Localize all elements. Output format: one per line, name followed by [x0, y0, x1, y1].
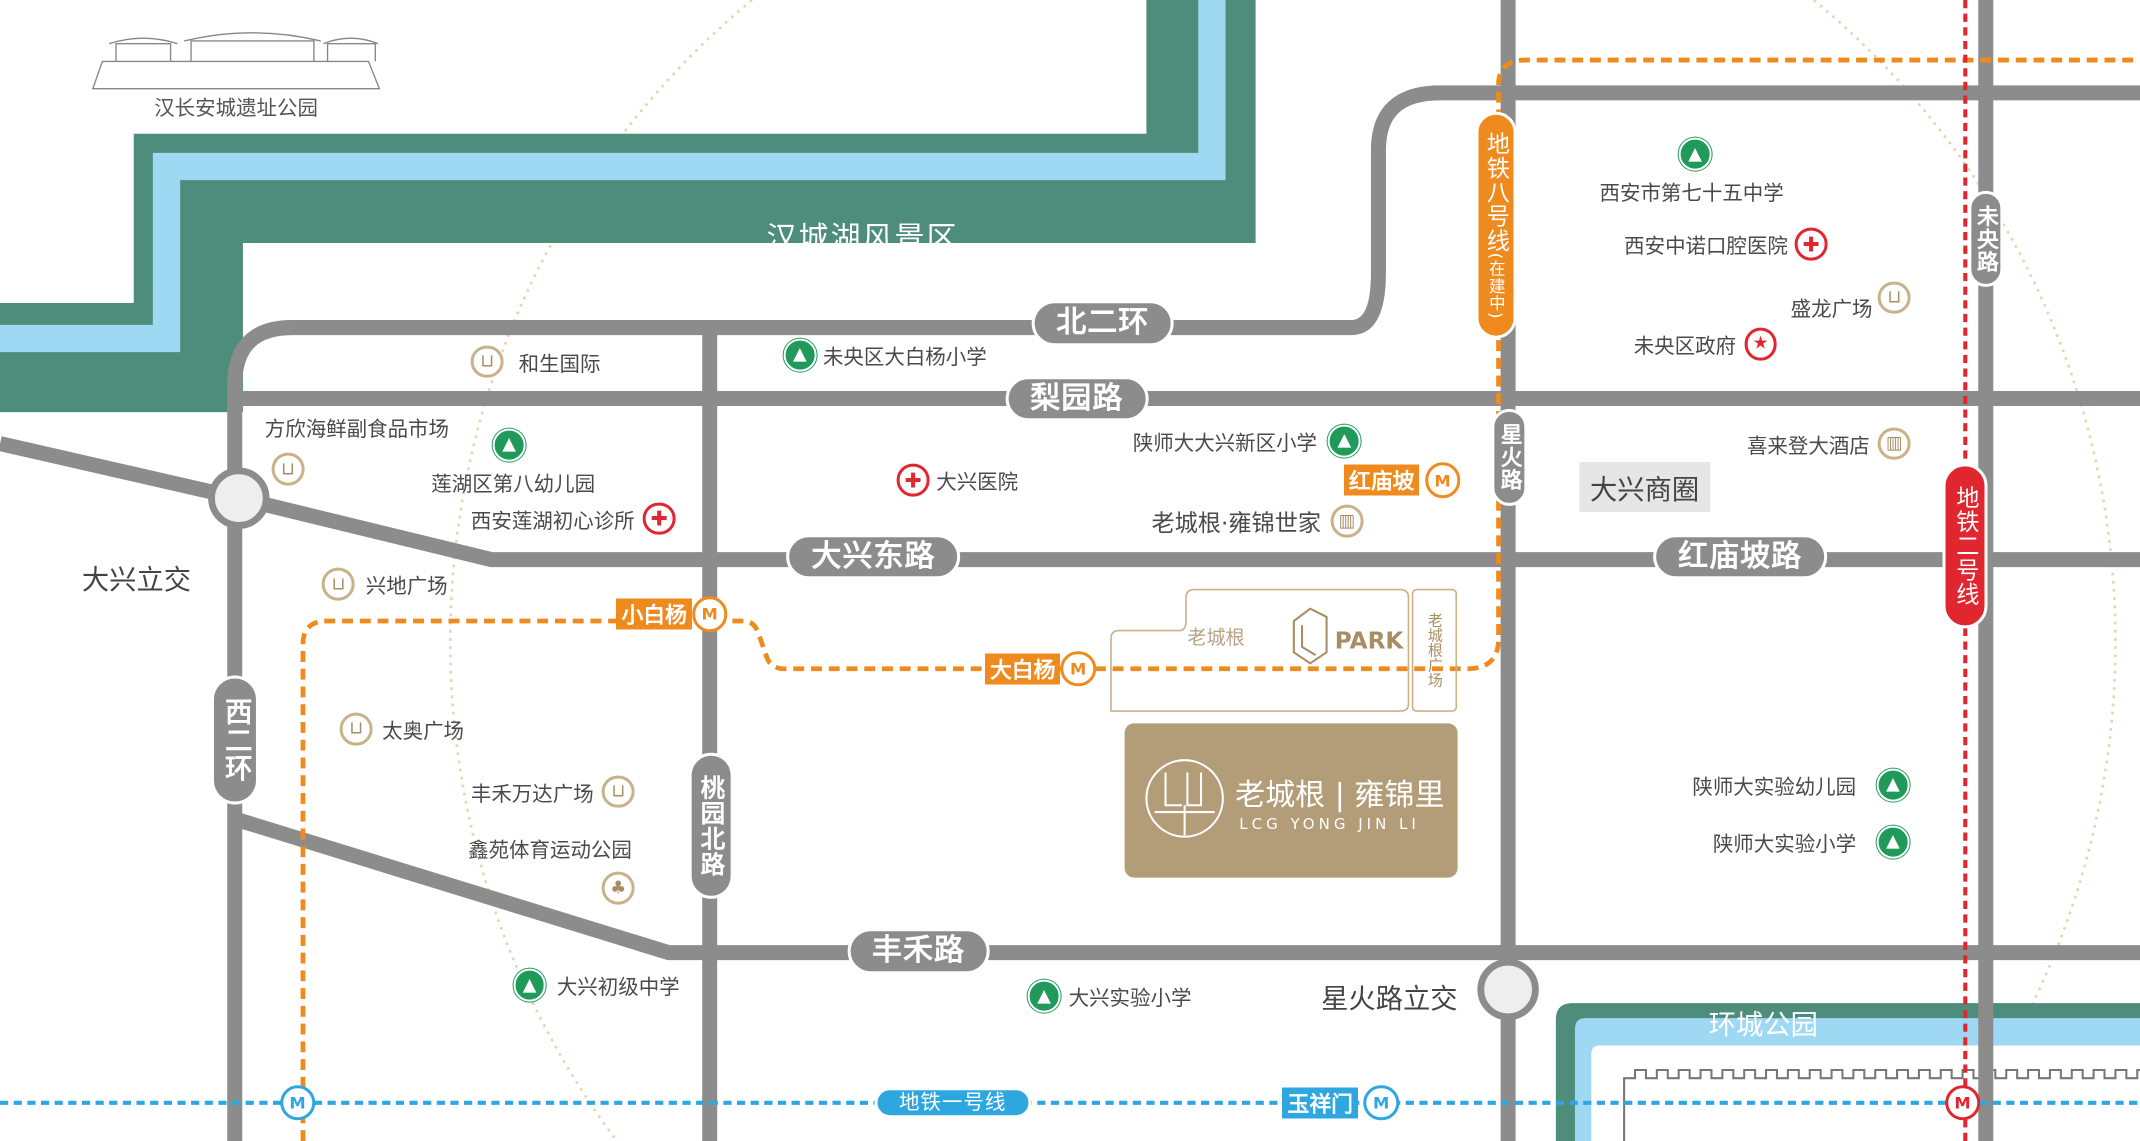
daxing-interchange-node [208, 467, 270, 529]
poi-label: 和生国际 [518, 351, 601, 376]
palace-illustration [91, 32, 381, 90]
poi-label: 大兴医院 [936, 470, 1019, 495]
han-changan-park-label: 汉长安城遗址公园 [154, 96, 318, 121]
poi-label: 方欣海鲜副食品市场 [264, 417, 449, 442]
poi-label: 鑫苑体育运动公园 [468, 837, 632, 862]
metro-station-icon: M [1060, 651, 1096, 687]
metro-line-8-name: 地铁八号线 [1482, 131, 1510, 253]
metro-station-icon: M [1944, 1085, 1981, 1121]
hospital-icon: ✚ [896, 464, 930, 497]
road-bei-er-huan: 北二环 [1031, 300, 1175, 347]
road-fenghe: 丰禾路 [847, 928, 990, 975]
star-icon: ★ [1744, 327, 1777, 361]
poi-label: 未央区政府 [1633, 333, 1737, 358]
project-logo-icon [1145, 759, 1224, 838]
poi-label: 未央区大白杨小学 [822, 344, 987, 369]
daxing-business-label: 大兴商圈 [1579, 462, 1711, 513]
road-xi-er-huan: 西二环 [210, 675, 259, 805]
station-hongmiaopo-label: 红庙坡 [1343, 464, 1420, 496]
park-outline [1110, 588, 1410, 712]
poi-label: 西安莲湖初心诊所 [470, 508, 635, 533]
daxing-interchange-label: 大兴立交 [81, 565, 192, 597]
poi-label: 莲湖区第八幼儿园 [431, 471, 596, 496]
plaza-label: 老城根广场 [1425, 612, 1444, 688]
metro-line-8-label: 地铁八号线(在建中) [1475, 111, 1517, 339]
building-icon: ▥ [1877, 427, 1911, 460]
road-daxing-east: 大兴东路 [786, 534, 961, 580]
hospital-icon: ✚ [1794, 227, 1828, 261]
project-box [1124, 723, 1458, 878]
poi-label: 陕师大大兴新区小学 [1132, 430, 1318, 455]
huancheng-park-label: 环城公园 [1708, 1010, 1818, 1042]
shop-icon: ⊔ [601, 775, 635, 808]
school-icon: ▲ [1327, 424, 1361, 458]
poi-label: 西安中诺口腔医院 [1624, 234, 1788, 259]
poi-label: 喜来登大酒店 [1746, 433, 1870, 458]
building-icon: ▥ [1330, 504, 1364, 538]
metro-line-8-status: (在建中) [1486, 252, 1506, 320]
road-weiyang: 未央路 [1968, 190, 2004, 287]
shop-icon: ⊔ [339, 712, 373, 746]
project-name: 雍锦里 [1354, 777, 1445, 813]
school-icon: ▲ [1876, 825, 1910, 859]
road-liyuan: 梨园路 [1005, 375, 1149, 422]
shop-icon: ⊔ [271, 453, 305, 486]
project-brand-label: 老城根 | 雍锦里 [1235, 777, 1445, 813]
school-icon: ▲ [513, 969, 546, 1002]
school-icon: ▲ [492, 428, 526, 462]
poi-label: 兴地广场 [365, 574, 448, 599]
school-icon: ▲ [1678, 137, 1712, 171]
poi-label: 丰禾万达广场 [470, 781, 594, 806]
poi-label: 老城根·雍锦世家 [1151, 510, 1322, 538]
poi-label: 大兴初级中学 [556, 975, 680, 1000]
hancheng-river [0, 0, 1226, 353]
poi-label: 太奥广场 [382, 718, 465, 743]
metro-line-1-label: 地铁一号线 [874, 1086, 1032, 1119]
poi-label: 陕师大实验小学 [1712, 832, 1857, 857]
shop-icon: ⊔ [470, 345, 504, 379]
poi-label: 西安市第七十五中学 [1599, 181, 1784, 206]
road-taoyuan-north: 桃园北路 [688, 752, 734, 899]
poi-label: 盛龙广场 [1790, 297, 1873, 322]
school-icon: ▲ [783, 338, 817, 372]
park-label: PARK [1334, 627, 1404, 655]
station-xiaobaiyang-label: 小白杨 [616, 598, 692, 630]
road-xinghuo: 星火路 [1491, 409, 1528, 506]
xinghuo-interchange-node [1477, 958, 1539, 1021]
xinghuo-interchange-label: 星火路立交 [1321, 984, 1458, 1016]
metro-station-icon: M [691, 596, 728, 632]
poi-label: 陕师大实验幼儿园 [1692, 774, 1857, 799]
school-icon: ▲ [1027, 979, 1061, 1013]
shop-icon: ⊔ [322, 567, 355, 601]
metro-line-2-label: 地铁二号线 [1942, 463, 1988, 629]
park-brand-label: 老城根 [1187, 625, 1245, 649]
metro-station-icon: M [1363, 1085, 1399, 1121]
metro-line-8 [300, 57, 2140, 1141]
project-english-name: LCG YONG JIN LI [1239, 815, 1420, 834]
poi-label: 大兴实验小学 [1068, 986, 1192, 1011]
plaza-outline [1411, 588, 1458, 712]
school-icon: ▲ [1876, 768, 1910, 802]
station-dabaiyang-label: 大白杨 [984, 653, 1061, 685]
project-brand: 老城根 [1235, 777, 1326, 813]
hospital-icon: ✚ [642, 502, 676, 535]
shop-icon: ⊔ [1877, 281, 1911, 314]
park-logo-icon [1292, 607, 1328, 665]
hancheng-lake-label: 汉城湖风景区 [766, 220, 959, 256]
station-yuxiangmen-label: 玉祥门 [1282, 1087, 1358, 1119]
tree-icon: ♣ [601, 872, 635, 905]
city-wall [1623, 1068, 2140, 1141]
road-hongmiaopo: 红庙坡路 [1653, 534, 1827, 580]
metro-station-icon: M [1424, 462, 1461, 499]
metro-station-icon: M [279, 1085, 316, 1121]
